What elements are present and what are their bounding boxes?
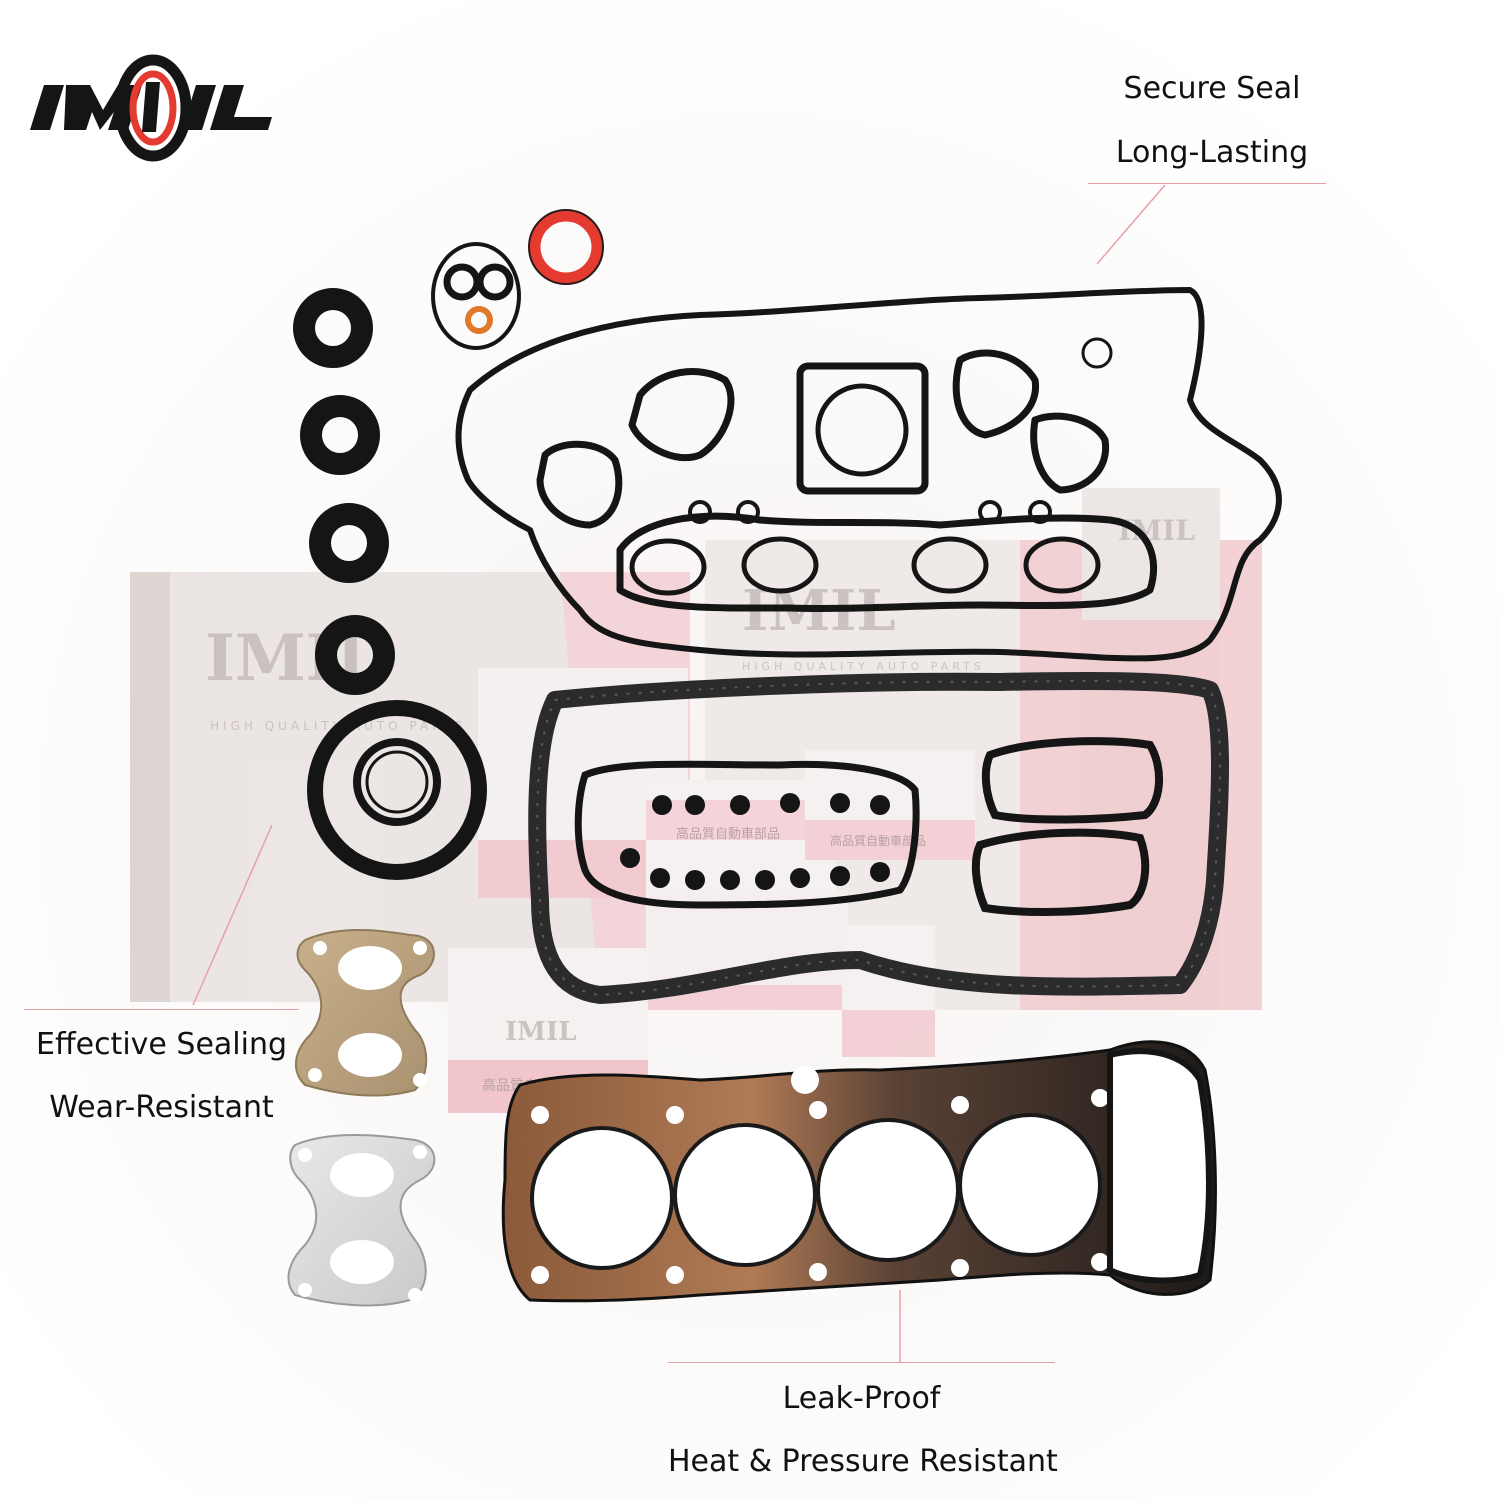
box-jp-text: 高品質自動車部品 bbox=[830, 833, 926, 848]
callout-secure-seal: Secure Seal bbox=[1123, 71, 1301, 106]
valve-seal-stack bbox=[293, 288, 487, 880]
callout-heat-pressure-resistant: Heat & Pressure Resistant bbox=[668, 1444, 1058, 1479]
oil-seal-rings-top bbox=[431, 209, 604, 350]
oil-pan-gasket bbox=[528, 671, 1229, 1004]
cylinder-bores bbox=[530, 1113, 1102, 1270]
callout-long-lasting: Long-Lasting bbox=[1115, 135, 1309, 170]
valve-cover-gasket bbox=[455, 287, 1282, 662]
brand-logo bbox=[30, 54, 272, 162]
callout-leader-lines bbox=[192, 184, 1166, 1362]
callout-effective-sealing: Effective Sealing bbox=[35, 1027, 288, 1062]
box-tagline-text: HIGH QUALITY AUTO PARTS bbox=[742, 660, 985, 673]
spark-plug-seals bbox=[620, 793, 890, 890]
exhaust-gasket-silver bbox=[287, 1134, 436, 1307]
box-jp-text: 高品質自動車部品 bbox=[676, 826, 780, 842]
callout-underline-top bbox=[1088, 183, 1326, 184]
callout-underline-bottom bbox=[668, 1362, 1055, 1363]
box-brand-text: IMIL bbox=[505, 1017, 576, 1047]
cylinder-head-gasket bbox=[501, 1040, 1217, 1303]
intake-flange-gaskets bbox=[536, 349, 1158, 612]
callout-underline-left bbox=[24, 1009, 299, 1010]
box-tall-right: IMIL bbox=[1082, 488, 1262, 1010]
box-small-6 bbox=[842, 925, 935, 1057]
exhaust-gasket-tan bbox=[295, 929, 435, 1097]
box-brand-text: IMIL bbox=[1118, 514, 1195, 547]
callout-leak-proof: Leak-Proof bbox=[782, 1381, 941, 1416]
callout-wear-resistant: Wear-Resistant bbox=[49, 1090, 274, 1125]
